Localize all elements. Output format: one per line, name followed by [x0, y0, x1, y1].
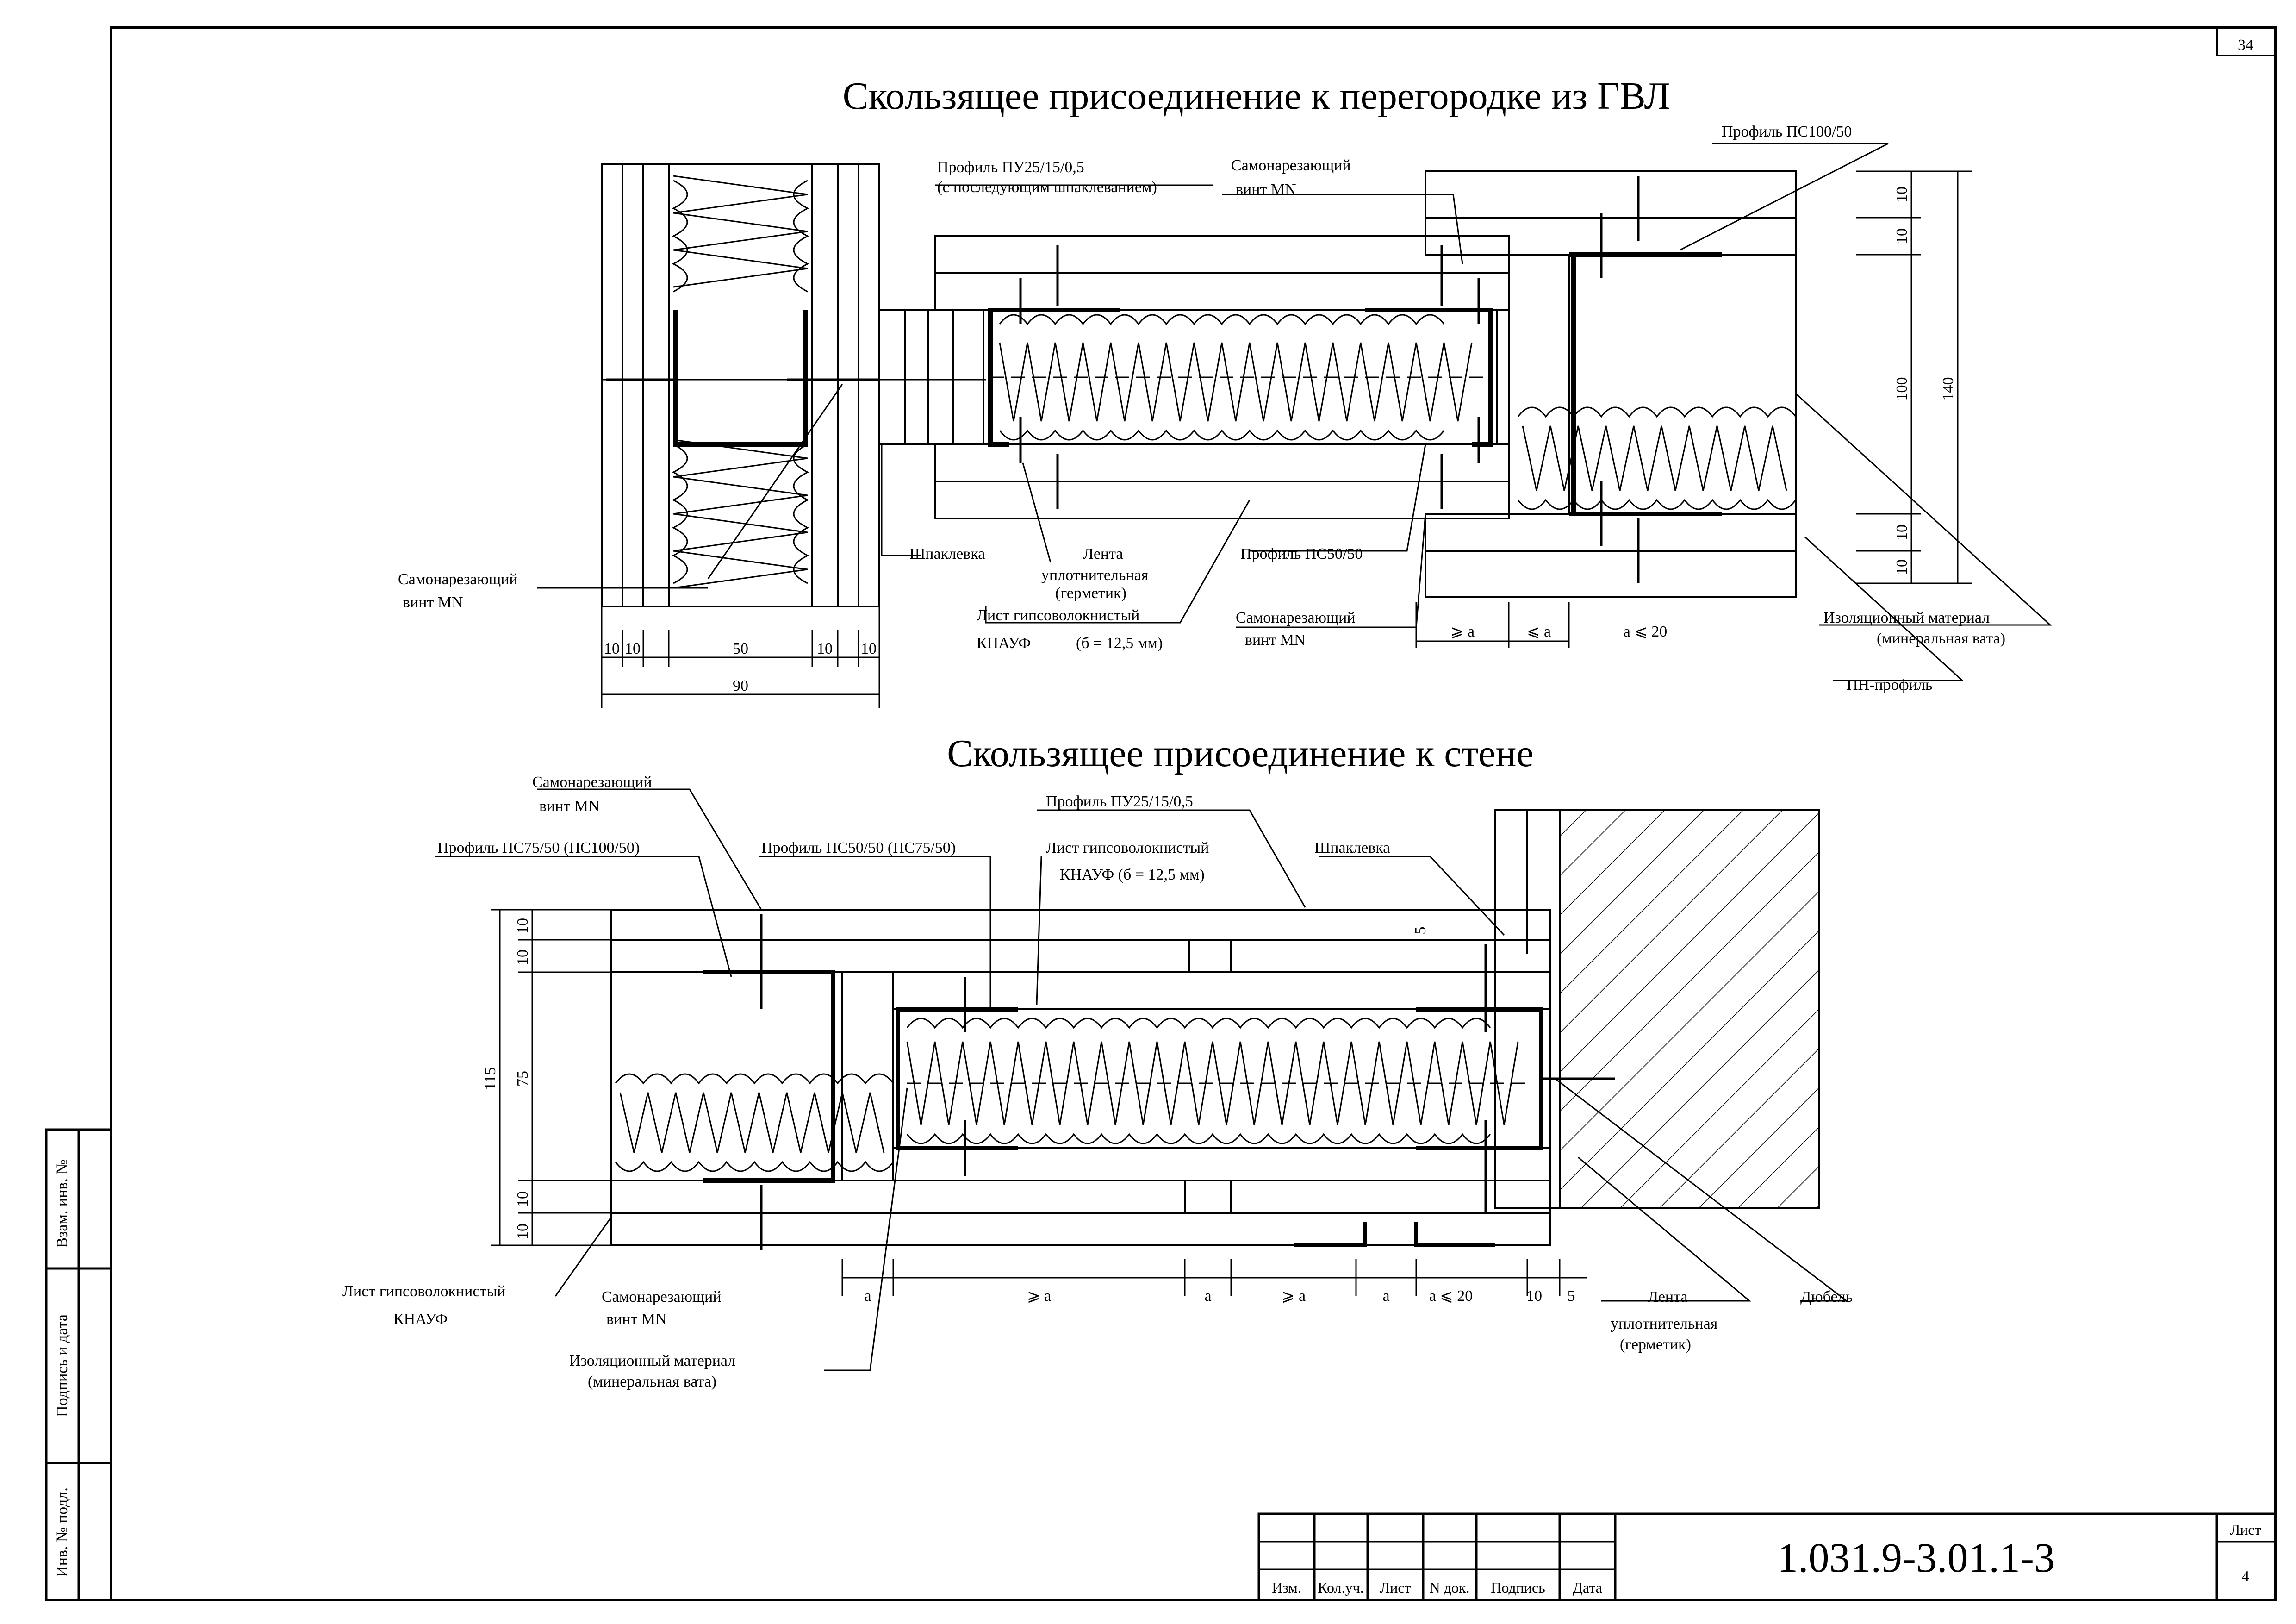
bottom-detail-labels: Самонарезающий винт MN Профиль ПС75/50 (…: [342, 774, 1853, 1390]
dim-top-v140: 140: [1940, 377, 1957, 401]
dim-top-a-le-20: a ⩽ 20: [1624, 623, 1668, 640]
side-stamp-inv: Инв. № подл.: [54, 1487, 71, 1577]
label-insulation: Изоляционный материал: [1823, 609, 1990, 626]
label-screw-top-mn: винт MN: [1236, 181, 1296, 198]
title-block: [1257, 1512, 2277, 1601]
label-pu-profile-note: (с последующим шпаклеванием): [937, 179, 1157, 196]
tb-list-number: 4: [2242, 1568, 2249, 1584]
dim-top-ge-a: ⩾ a: [1450, 623, 1475, 640]
label-screw-left-mn: винт MN: [403, 594, 463, 611]
top-detail-drawing: [537, 143, 2052, 708]
tb-col-podpis: Подпись: [1491, 1579, 1545, 1596]
dim-b-ge-a2: ⩾ a: [1282, 1287, 1306, 1305]
label-tape: Лента: [1083, 545, 1123, 562]
bottom-drawing-title: Скользящее присоединение к стене: [947, 732, 1534, 775]
tb-list-label: Лист: [2230, 1521, 2261, 1538]
label-b-screw: Самонарезающий: [532, 774, 652, 791]
drawing-code: 1.031.9-3.01.1-3: [1777, 1535, 2055, 1581]
label-b-screw-bottom-mn: винт MN: [606, 1311, 667, 1328]
label-b-screw-bottom: Самонарезающий: [602, 1288, 722, 1305]
label-b-screw-mn: винт MN: [539, 798, 600, 815]
dim-top-le-a: ⩽ a: [1527, 623, 1551, 640]
dim-b-h5: 5: [1568, 1287, 1575, 1305]
label-sheet: Лист гипсоволокнистый: [977, 607, 1139, 624]
dim-top-10b: 10: [625, 640, 641, 657]
label-b-sheet-knauf: КНАУФ (б = 12,5 мм): [1060, 866, 1205, 883]
label-b-sheet: Лист гипсоволокнистый: [1046, 839, 1209, 856]
label-screw-bot: Самонарезающий: [1236, 609, 1356, 626]
dim-b-h10: 10: [1526, 1287, 1542, 1305]
tb-col-kol: Кол.уч.: [1318, 1579, 1363, 1596]
label-b-pu: Профиль ПУ25/15/0,5: [1046, 793, 1193, 810]
label-b-sheet-left: Лист гипсоволокнистый: [342, 1283, 505, 1300]
tb-col-list: Лист: [1380, 1579, 1411, 1596]
label-tape-3: (герметик): [1055, 585, 1126, 602]
label-screw-top: Самонарезающий: [1231, 157, 1351, 174]
top-sheet-number: 34: [2238, 37, 2253, 54]
dim-b-a2: a: [1204, 1287, 1211, 1305]
dim-b-s5: 5: [1412, 927, 1429, 935]
label-b-insulation: Изоляционный материал: [569, 1352, 735, 1369]
label-tape-2: уплотнительная: [1041, 567, 1149, 584]
dim-top-10c: 10: [817, 640, 833, 657]
label-b-putty: Шпаклевка: [1314, 839, 1390, 856]
dim-b-v10c: 10: [514, 1191, 531, 1207]
dim-b-v10a: 10: [514, 918, 531, 934]
tb-col-data: Дата: [1573, 1579, 1602, 1596]
label-putty: Шпаклевка: [909, 545, 985, 562]
dim-top-v10d: 10: [1893, 559, 1910, 575]
dim-top-v10c: 10: [1893, 525, 1910, 540]
dim-top-10d: 10: [861, 640, 877, 657]
dim-top-v100: 100: [1893, 377, 1910, 401]
title-block-text: Изм. Кол.уч. Лист N док. Подпись Дата 1.…: [1272, 1521, 2261, 1596]
label-sheet-knauf: КНАУФ: [977, 635, 1031, 652]
dim-top-10a: 10: [604, 640, 620, 657]
label-screw-left: Самонарезающий: [398, 571, 518, 588]
bottom-detail-drawing: [435, 788, 1849, 1371]
dim-b-v75: 75: [514, 1071, 531, 1087]
dim-b-a-le-20: a ⩽ 20: [1429, 1287, 1473, 1305]
label-b-dowel: Дюбель: [1800, 1288, 1853, 1305]
label-b-ps50: Профиль ПС50/50 (ПС75/50): [761, 839, 956, 856]
tb-col-izm: Изм.: [1272, 1579, 1301, 1596]
side-stamp-vzam: Взам. инв. №: [54, 1159, 71, 1248]
dim-top-v10a: 10: [1893, 187, 1910, 202]
label-b-insulation-note: (минеральная вата): [588, 1373, 716, 1390]
label-pu-profile: Профиль ПУ25/15/0,5: [937, 159, 1084, 176]
side-stamp: [45, 1128, 112, 1601]
label-b-tape-3: (герметик): [1620, 1336, 1691, 1353]
dim-b-v115: 115: [482, 1067, 499, 1090]
top-detail-labels: Профиль ПУ25/15/0,5 (с последующим шпакл…: [398, 123, 2005, 693]
label-b-tape: Лента: [1648, 1288, 1687, 1305]
top-drawing-title: Скользящее присоединение к перегородке и…: [843, 75, 1671, 118]
label-screw-bot-mn: винт MN: [1245, 631, 1306, 649]
dim-b-a3: a: [1382, 1287, 1389, 1305]
dim-b-a1: a: [864, 1287, 871, 1305]
label-b-tape-2: уплотнительная: [1611, 1315, 1718, 1332]
label-b-ps75: Профиль ПС75/50 (ПС100/50): [437, 839, 640, 856]
dim-top-90: 90: [733, 677, 748, 694]
label-insulation-note: (минеральная вата): [1877, 630, 2005, 647]
bottom-detail-dimensions: 10 10 115 75 10 10 a ⩾ a a ⩾ a a a ⩽ 20 …: [482, 918, 1575, 1305]
top-detail-dimensions: 10 10 50 10 10 90 ⩾ a ⩽ a a ⩽ 20 10 10 1…: [604, 187, 1957, 694]
label-b-sheet-left-knauf: КНАУФ: [393, 1311, 448, 1328]
dim-top-v10b: 10: [1893, 228, 1910, 244]
label-pn-profile: ПН-профиль: [1847, 676, 1932, 693]
sheet-frame: [110, 26, 2277, 1601]
tb-col-ndok: N док.: [1430, 1579, 1470, 1596]
dim-b-v10b: 10: [514, 949, 531, 965]
label-ps50: Профиль ПС50/50: [1240, 545, 1363, 562]
dim-b-v10d: 10: [514, 1224, 531, 1239]
dim-top-50: 50: [733, 640, 748, 657]
label-ps100: Профиль ПС100/50: [1722, 123, 1852, 140]
dim-b-ge-a1: ⩾ a: [1027, 1287, 1051, 1305]
side-stamp-podpis: Подпись и дата: [54, 1314, 71, 1417]
label-sheet-thickness: (б = 12,5 мм): [1076, 635, 1163, 652]
